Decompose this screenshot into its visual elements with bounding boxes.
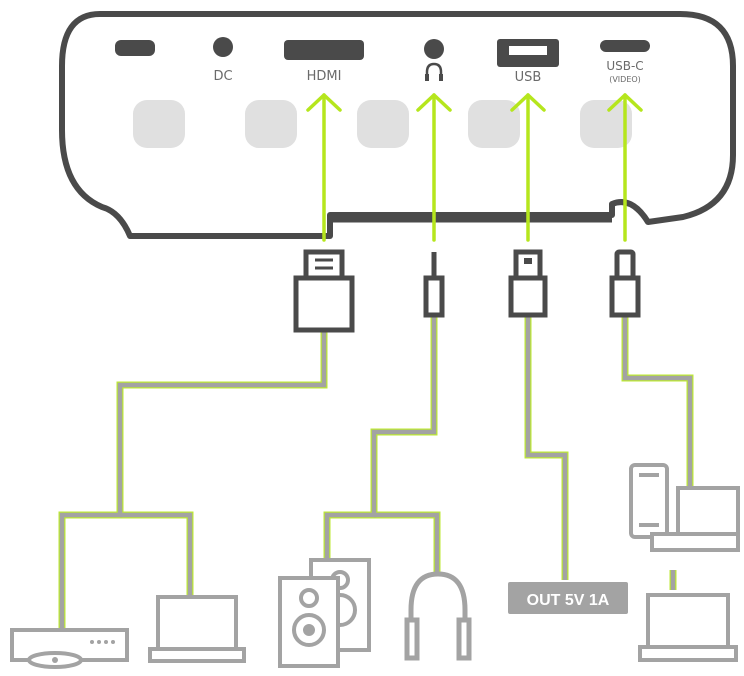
hdmi-label: HDMI [307,69,342,84]
tablet-icon [650,486,740,552]
usbc-sublabel: (VIDEO) [609,75,641,84]
hdmi-plug [293,249,355,333]
ports [115,37,650,67]
usbc-label: USB-C [606,59,643,73]
arrow-usbc [607,93,643,242]
laptop-icon [148,595,246,663]
dc-port [213,37,233,57]
audio-jack-plug [423,252,445,318]
headphone-port-icon [425,62,443,81]
port-slot-left [115,40,155,56]
dc-label: DC [213,69,232,84]
usbc-plug [609,249,641,318]
cables [58,315,694,630]
speaker-icon [278,558,371,668]
connection-arrows [306,93,643,242]
usb-plug [508,249,548,318]
arrow-usb [510,93,546,242]
headphones-icon [404,571,472,661]
power-output-label: OUT 5V 1A [527,592,610,609]
arrow-audio [416,93,452,242]
dvd-player-icon [10,628,129,669]
power-output-badge: OUT 5V 1A [508,582,628,614]
arrow-hdmi [306,93,342,242]
usb-label: USB [515,70,542,85]
audio-port [424,39,444,59]
laptop-icon-right [638,593,738,662]
hdmi-port [284,40,364,60]
usbc-port [600,40,650,52]
rear-vents [133,100,632,148]
smartphone-icon [629,463,669,539]
